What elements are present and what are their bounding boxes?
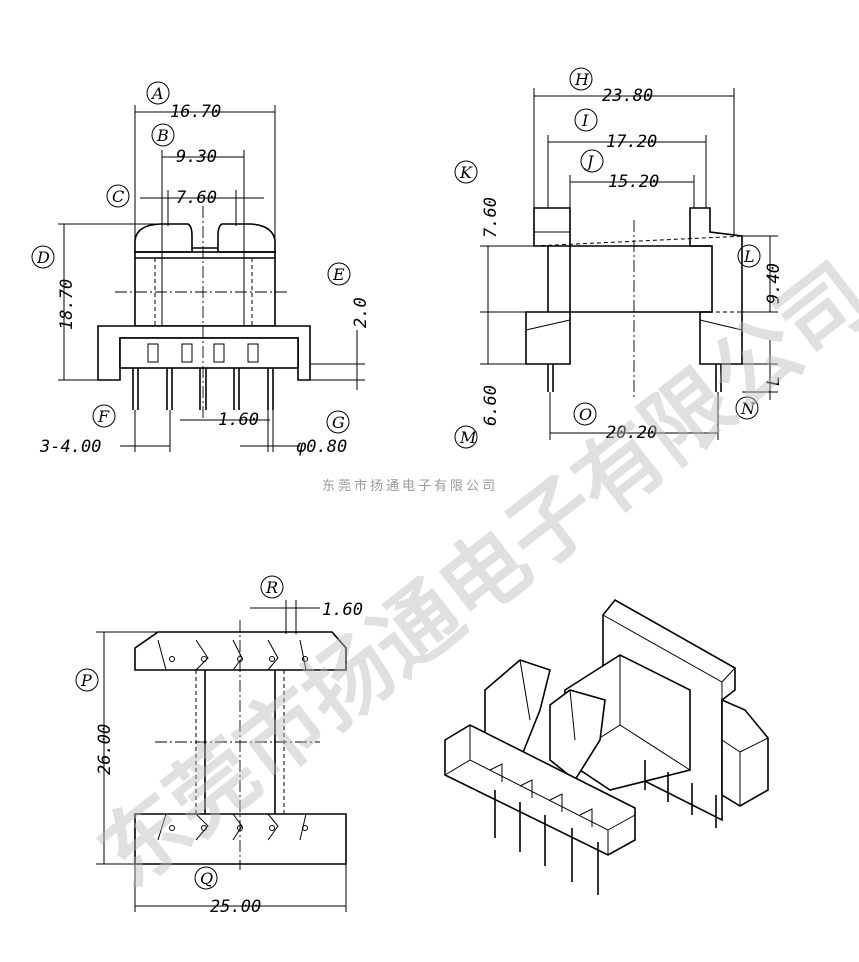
dim-c: 7.60 <box>176 188 217 208</box>
dim-o: 20.20 <box>606 423 657 443</box>
dim-j: 15.20 <box>608 172 659 192</box>
dim-l: 9.40 <box>764 263 784 304</box>
dim-p: 26.00 <box>95 724 115 775</box>
dim-l2: L <box>764 376 784 386</box>
ref-h: H <box>574 70 590 89</box>
ref-j: J <box>584 152 595 171</box>
front-view <box>31 81 365 452</box>
ref-a: A <box>150 84 164 103</box>
ref-k: K <box>459 163 473 182</box>
ref-r: R <box>265 578 278 597</box>
ref-o: O <box>579 405 592 424</box>
ref-m: M <box>459 428 477 447</box>
dimension-labels: 16.70 9.30 7.60 18.70 2.0 3-4.00 1.60 φ0… <box>39 86 784 917</box>
ref-e: E <box>332 265 345 284</box>
ref-c: C <box>112 187 124 206</box>
ref-b: B <box>156 126 169 145</box>
dim-f2: 1.60 <box>218 410 259 430</box>
dim-a: 16.70 <box>170 102 221 122</box>
ref-p: P <box>80 671 92 690</box>
dim-m: 6.60 <box>481 385 501 426</box>
dim-i: 17.20 <box>606 132 657 152</box>
side-view <box>454 67 778 449</box>
ref-n: N <box>740 399 756 418</box>
dim-d: 18.70 <box>57 279 77 330</box>
ref-d: D <box>36 248 50 267</box>
reference-letters: A B C D E F G H I J K L M N O R P Q <box>36 70 756 888</box>
dim-e: 2.0 <box>351 297 371 328</box>
ref-i: I <box>581 111 589 130</box>
ref-q: Q <box>200 869 213 888</box>
dim-b: 9.30 <box>176 147 217 167</box>
ref-g: G <box>332 413 345 432</box>
dim-f: 3-4.00 <box>39 437 101 457</box>
top-view <box>75 575 347 912</box>
ref-l: L <box>743 247 755 266</box>
isometric-view <box>444 598 769 895</box>
dim-k: 7.60 <box>481 197 501 238</box>
ref-f: F <box>97 407 110 426</box>
dim-q: 25.00 <box>210 897 261 917</box>
watermark-small: 东莞市扬通电子有限公司 <box>322 478 498 494</box>
dim-g: φ0.80 <box>296 437 347 457</box>
dim-h: 23.80 <box>602 86 653 106</box>
dim-r: 1.60 <box>322 600 363 620</box>
